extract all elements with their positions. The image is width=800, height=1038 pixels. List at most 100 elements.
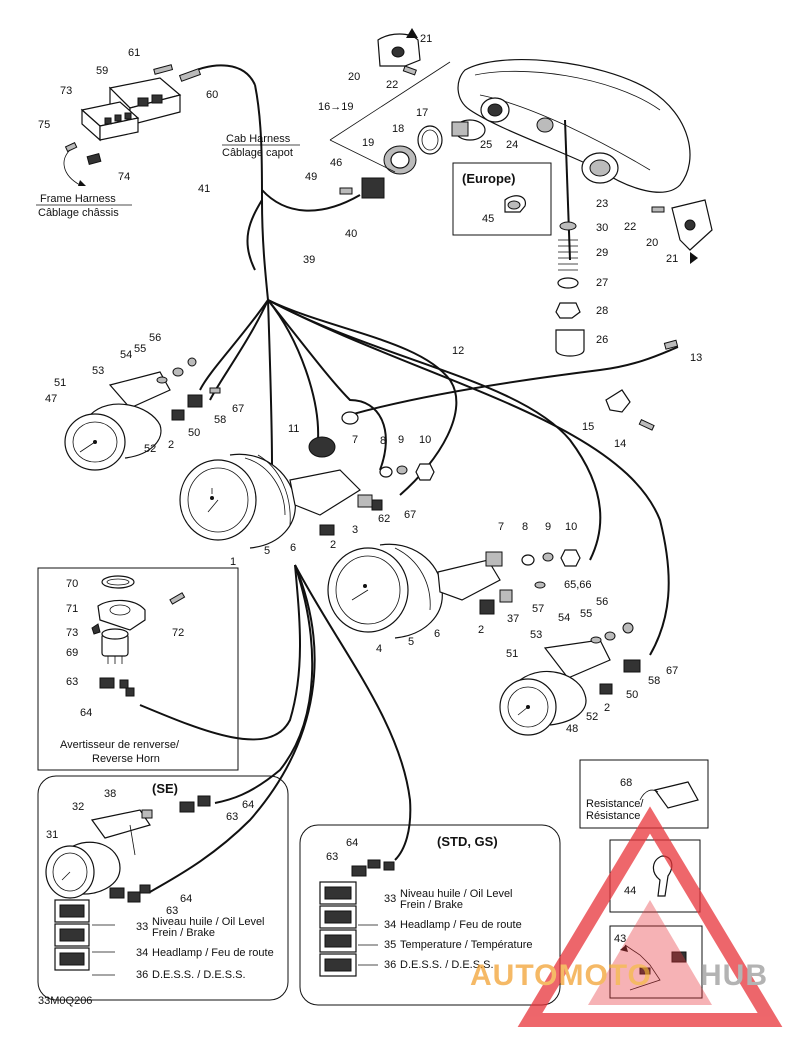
speed-cable-end — [341, 339, 679, 425]
callout-37: 37 — [507, 613, 519, 625]
callout-4: 4 — [376, 643, 382, 655]
callout-32: 32 — [72, 801, 84, 813]
callout-9-mid: 9 — [545, 521, 551, 533]
callout-12: 12 — [452, 345, 464, 357]
callout-75: 75 — [38, 119, 50, 131]
callout-46: 46 — [330, 157, 342, 169]
callout-24: 24 — [506, 139, 518, 151]
callout-33-se: 33 — [136, 921, 148, 933]
callout-63-std: 63 — [326, 851, 338, 863]
callout-5-right: 5 — [408, 636, 414, 648]
std-gs-parts — [319, 859, 395, 977]
callout-34-se: 34 — [136, 947, 148, 959]
callout-53-right: 53 — [530, 629, 542, 641]
callout-64-std: 64 — [346, 837, 358, 849]
callout-54-right: 54 — [558, 612, 570, 624]
watermark: AUTOMOTO HUB — [470, 806, 783, 1027]
cab-harness-label-en: Cab Harness — [226, 133, 291, 145]
callout-34-std: 34 — [384, 919, 396, 931]
callout-8-top: 8 — [380, 435, 386, 447]
callout-58-right: 58 — [648, 675, 660, 687]
resistance-label-1: Resistance/ — [586, 798, 644, 810]
europe-box — [452, 162, 552, 236]
callout-65-66: 65,66 — [564, 579, 592, 591]
callout-74: 74 — [118, 171, 130, 183]
europe-part-45 — [504, 195, 527, 213]
se-brake-label: Frein / Brake — [152, 927, 215, 939]
callout-59: 59 — [96, 65, 108, 77]
callout-63-se-mid: 63 — [166, 905, 178, 917]
callout-45: 45 — [482, 213, 494, 225]
resistance-68 — [639, 781, 699, 809]
callout-6-right: 6 — [434, 628, 440, 640]
callout-11: 11 — [288, 423, 299, 435]
reverse-horn-parts — [91, 575, 186, 697]
callout-16-19: 16→19 — [318, 101, 353, 113]
callout-21-top: 21 — [420, 33, 432, 45]
callout-50-left: 50 — [188, 427, 200, 439]
callout-1: 1 — [230, 556, 236, 568]
callout-68: 68 — [620, 777, 632, 789]
callout-52-right: 52 — [586, 711, 598, 723]
callout-22-top: 22 — [386, 79, 398, 91]
callout-29: 29 — [596, 247, 608, 259]
reference-code: 33M0Q206 — [38, 995, 92, 1007]
harness-wires — [139, 64, 679, 893]
callout-10-mid: 10 — [565, 521, 577, 533]
callout-2-mid: 2 — [330, 539, 336, 551]
reverse-horn-label-en: Reverse Horn — [92, 753, 160, 765]
se-dess-label: D.E.S.S. / D.E.S.S. — [152, 969, 246, 981]
callout-17: 17 — [416, 107, 428, 119]
callout-18: 18 — [392, 123, 404, 135]
part-43 — [620, 944, 687, 991]
callout-64-box: 64 — [80, 707, 92, 719]
callout-67-right: 67 — [666, 665, 678, 677]
callout-63-box: 63 — [66, 676, 78, 688]
callout-55-right: 55 — [580, 608, 592, 620]
callout-8-mid: 8 — [522, 521, 528, 533]
upper-left-connectors — [63, 64, 202, 186]
europe-label: (Europe) — [462, 171, 515, 186]
callout-71: 71 — [66, 603, 78, 615]
callout-6-left: 6 — [290, 542, 296, 554]
callout-numbers: 61 59 60 73 75 74 41 39 40 49 46 19 18 1… — [38, 33, 702, 981]
se-box — [37, 775, 289, 1001]
callout-2-right: 2 — [478, 624, 484, 636]
callout-52-left: 52 — [144, 443, 156, 455]
callout-47: 47 — [45, 393, 57, 405]
gauge-4 — [327, 543, 581, 639]
callout-51-right: 51 — [506, 648, 518, 660]
reverse-horn-label-fr: Avertisseur de renverse/ — [60, 739, 180, 751]
callout-64-se-top: 64 — [242, 799, 254, 811]
callout-35: 35 — [384, 939, 396, 951]
callout-44: 44 — [624, 885, 636, 897]
callout-25: 25 — [480, 139, 492, 151]
callout-15: 15 — [582, 421, 594, 433]
callout-39: 39 — [303, 254, 315, 266]
std-brake-label: Frein / Brake — [400, 899, 463, 911]
callout-23: 23 — [596, 198, 608, 210]
callout-33-std: 33 — [384, 893, 396, 905]
callout-2-far: 2 — [604, 702, 610, 714]
std-temperature-label: Temperature / Température — [400, 939, 532, 951]
callout-73-box: 73 — [66, 627, 78, 639]
callout-73: 73 — [60, 85, 72, 97]
callout-40: 40 — [345, 228, 357, 240]
callout-60: 60 — [206, 89, 218, 101]
callout-31: 31 — [46, 829, 58, 841]
callout-58-left: 58 — [214, 414, 226, 426]
frame-harness-label-fr: Câblage châssis — [38, 207, 119, 219]
reverse-horn-box — [37, 567, 239, 771]
callout-26: 26 — [596, 334, 608, 346]
se-label: (SE) — [152, 781, 178, 796]
callout-43: 43 — [614, 933, 626, 945]
callout-55-left: 55 — [134, 343, 146, 355]
callout-53-left: 53 — [92, 365, 104, 377]
callout-48: 48 — [566, 723, 578, 735]
callout-61: 61 — [128, 47, 140, 59]
gauge-1 — [179, 436, 435, 549]
se-headlamp-label: Headlamp / Feu de route — [152, 947, 274, 959]
callout-50-right: 50 — [626, 689, 638, 701]
callout-51-left: 51 — [54, 377, 66, 389]
